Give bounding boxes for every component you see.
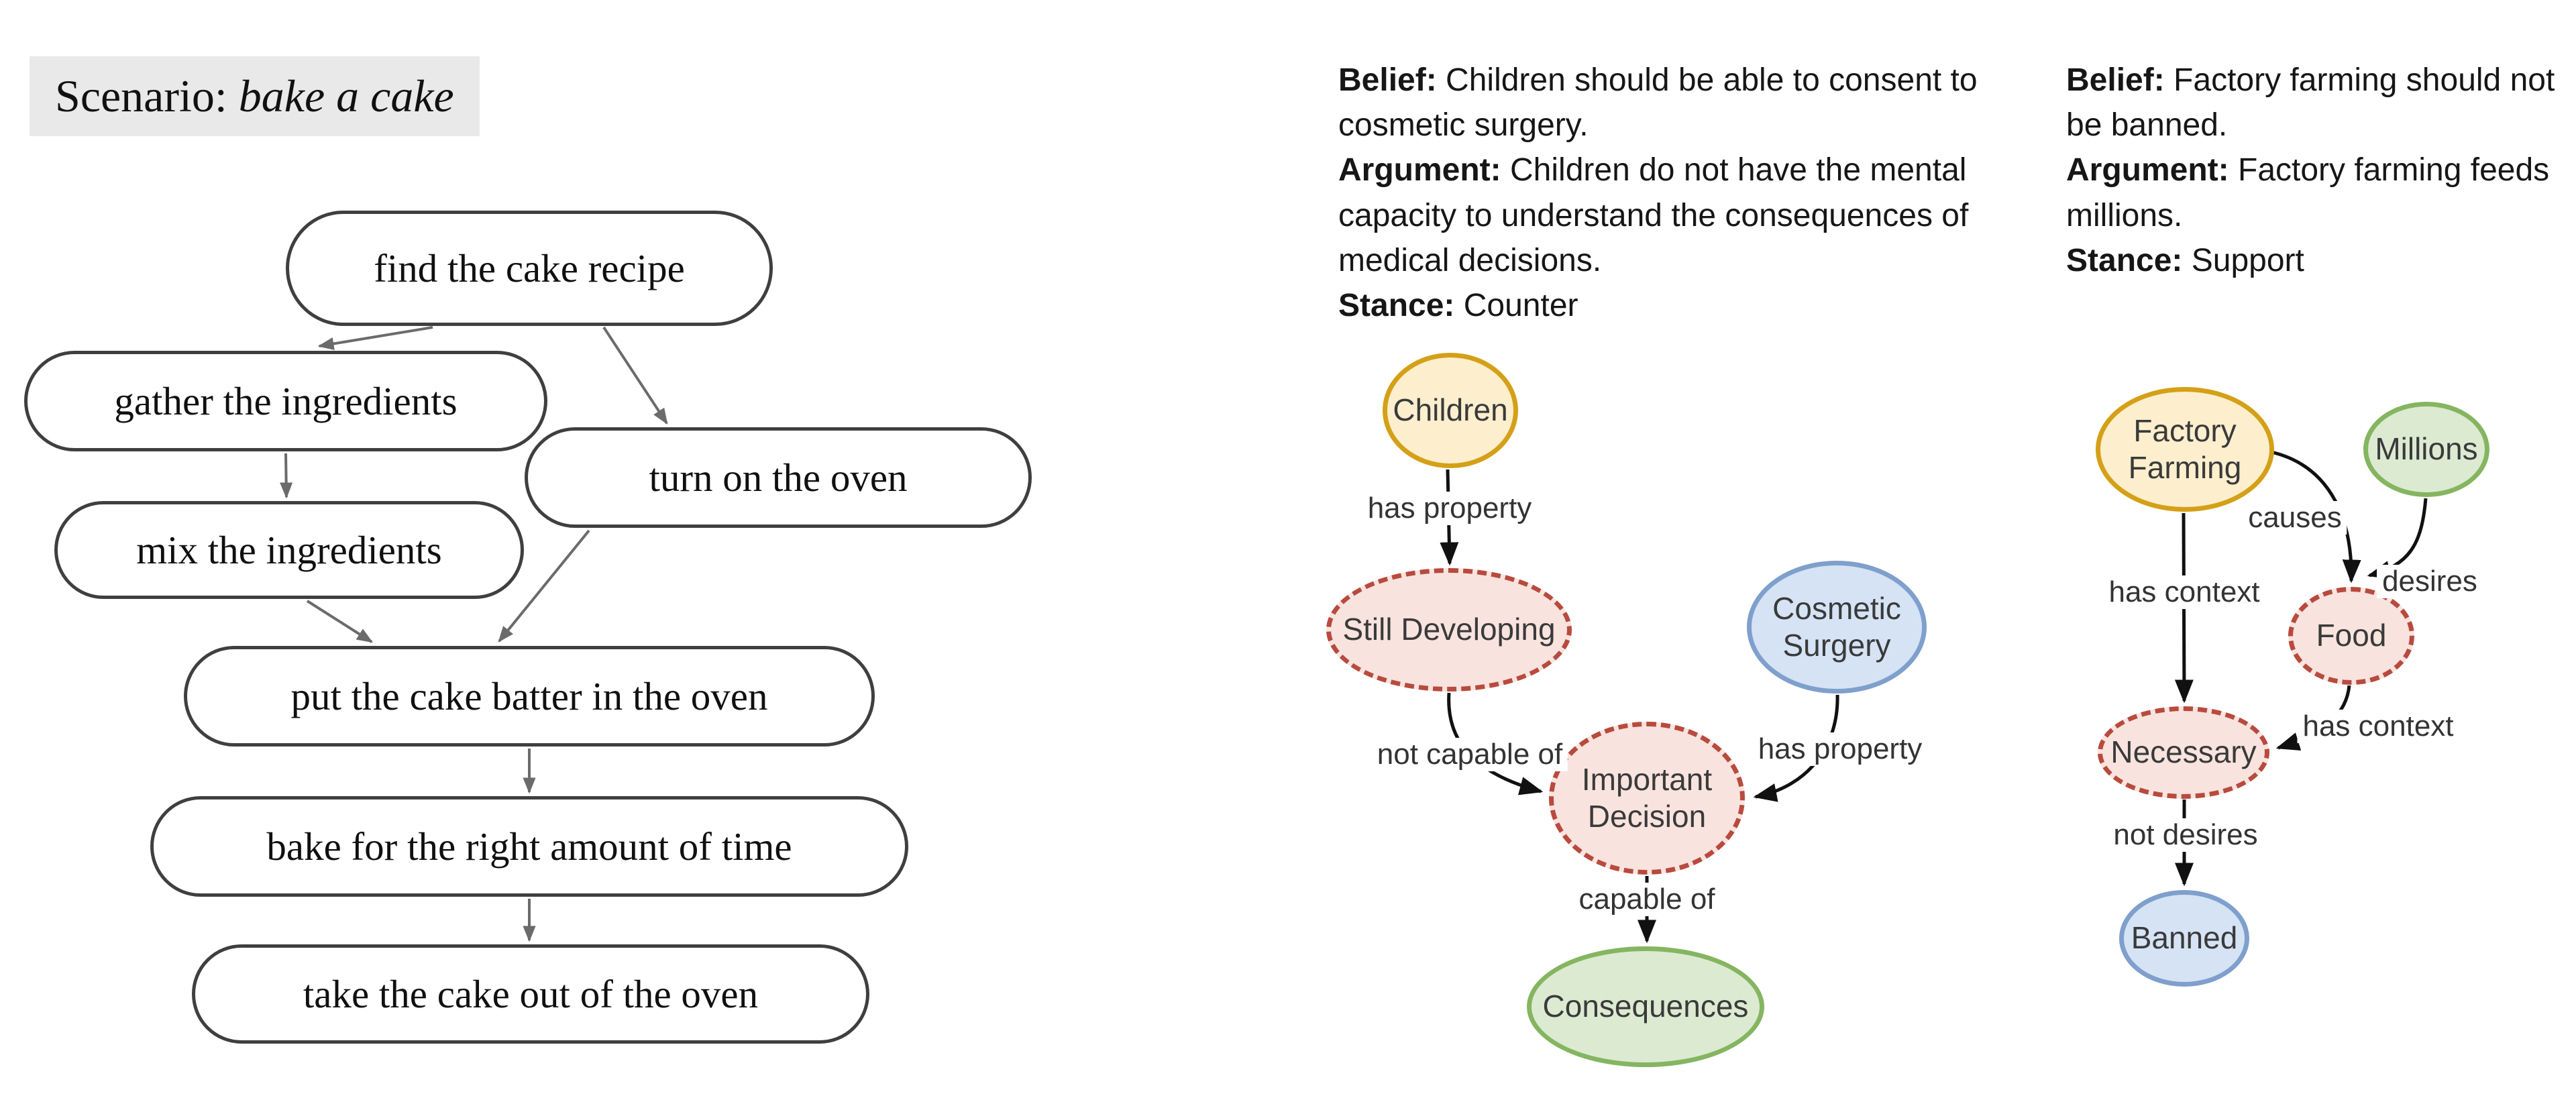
stance-label: Stance: <box>2066 242 2183 278</box>
edge-label-has-context-right: has context <box>2297 710 2459 743</box>
node-important-decision: Important Decision <box>1549 722 1745 875</box>
belief-text: Factory farming should not be banned. <box>2066 62 2555 144</box>
argument-text: Factory farming feeds millions. <box>2066 152 2550 233</box>
edge-find-turn-on-oven <box>602 326 668 425</box>
edge-mix-put-batter <box>306 600 374 643</box>
argument-line: Argument: Factory farming feeds millions… <box>2066 148 2563 237</box>
scenario-label: Scenario: bake a cake <box>30 56 480 136</box>
belief-text: Children should be able to consent to co… <box>1338 62 1978 144</box>
node-necessary: Necessary <box>2098 706 2269 799</box>
node-cosmetic-surgery: Cosmetic Surgery <box>1747 561 1927 694</box>
flowchart-node-bake-right-time: bake for the right amount of time <box>150 796 908 897</box>
node-banned: Banned <box>2119 890 2249 987</box>
edge-label-capable-of: capable of <box>1573 883 1721 916</box>
edge-label-causes: causes <box>2243 501 2347 535</box>
argument-text: Children do not have the mental capacity… <box>1338 152 1969 278</box>
edge-label-not-desires: not desires <box>2108 818 2263 852</box>
node-food: Food <box>2288 587 2414 685</box>
belief-label: Belief: <box>2066 62 2165 98</box>
scenario-prefix: Scenario: <box>55 70 239 121</box>
edge-millions-food <box>2367 498 2428 579</box>
edge-label-not-capable-of: not capable of <box>1371 738 1568 771</box>
stance-text: Counter <box>1463 287 1578 323</box>
stance-label: Stance: <box>1338 287 1455 323</box>
belief-line: Belief: Factory farming should not be ba… <box>2066 58 2563 148</box>
argument-label: Argument: <box>1338 152 1501 188</box>
argument-label: Argument: <box>2066 152 2229 188</box>
edge-label-desires: desires <box>2377 565 2483 598</box>
flowchart-node-gather-ingredients: gather the ingredients <box>24 351 547 451</box>
belief-line: Belief: Children should be able to conse… <box>1338 58 1982 148</box>
belief-label: Belief: <box>1338 62 1437 98</box>
stance-line: Stance: Support <box>2066 238 2563 283</box>
node-still-developing: Still Developing <box>1326 568 1572 692</box>
edge-label-has-context-left: has context <box>2103 575 2265 609</box>
counter-example-text: Belief: Children should be able to conse… <box>1338 58 1982 328</box>
node-factory-farming: Factory Farming <box>2096 387 2274 512</box>
edge-label-has-property-1: has property <box>1362 492 1538 525</box>
edge-label-has-property-2: has property <box>1752 732 1928 766</box>
edge-turn-put-batter <box>498 529 590 643</box>
flowchart-node-find-recipe: find the cake recipe <box>286 211 773 326</box>
flowchart-node-take-cake-out: take the cake out of the oven <box>192 944 869 1044</box>
flowchart-node-put-batter-in-oven: put the cake batter in the oven <box>184 646 875 747</box>
stance-line: Stance: Counter <box>1338 283 1982 328</box>
edge-find-gather <box>317 326 433 350</box>
support-example-text: Belief: Factory farming should not be ba… <box>2066 58 2563 283</box>
stance-text: Support <box>2191 242 2304 278</box>
node-children: Children <box>1383 353 1518 468</box>
flowchart-node-turn-on-oven: turn on the oven <box>525 427 1032 528</box>
node-consequences: Consequences <box>1527 946 1764 1067</box>
argument-line: Argument: Children do not have the menta… <box>1338 148 1982 283</box>
edge-factory-farming-food <box>2271 450 2361 584</box>
flowchart-node-mix-ingredients: mix the ingredients <box>54 501 524 599</box>
node-millions: Millions <box>2363 402 2489 497</box>
scenario-task-name: bake a cake <box>238 70 454 121</box>
